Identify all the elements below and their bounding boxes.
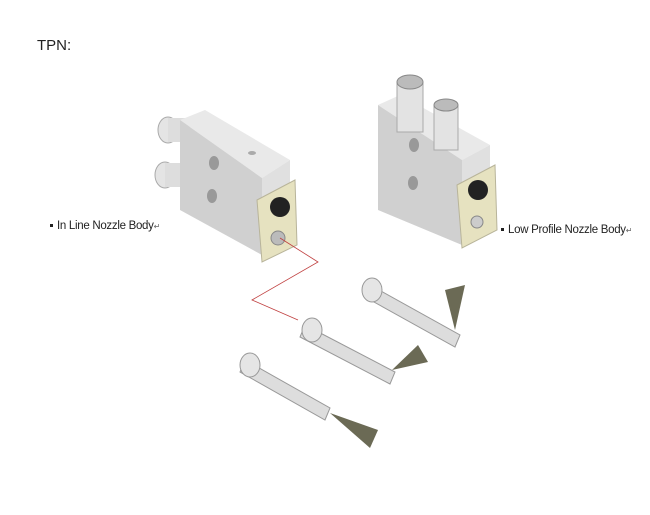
bullet-icon xyxy=(501,228,504,232)
inline-nozzle-body-label: In Line Nozzle Body↵ xyxy=(50,220,160,232)
inline-nozzle-body-drawing xyxy=(154,110,298,263)
return-mark: ↵ xyxy=(625,226,633,235)
label-text: In Line Nozzle Body xyxy=(57,220,154,232)
leader-line xyxy=(251,237,319,321)
bullet-icon xyxy=(50,224,53,228)
nozzle-tip-3 xyxy=(239,352,378,448)
return-mark: ↵ xyxy=(153,222,161,231)
low-profile-nozzle-body-label: Low Profile Nozzle Body↵ xyxy=(501,224,632,236)
page-title: TPN: xyxy=(37,37,72,54)
nozzle-tip-1 xyxy=(361,277,465,348)
nozzle-tip-2 xyxy=(299,317,428,385)
label-text: Low Profile Nozzle Body xyxy=(508,224,626,236)
low-profile-nozzle-body-drawing xyxy=(378,74,498,249)
